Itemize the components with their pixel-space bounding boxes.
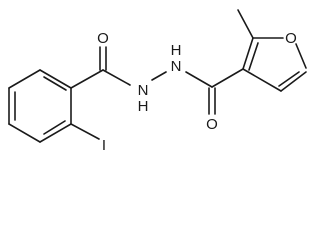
bond-benzene-6: [8, 69, 41, 89]
hydrazide-linker: N H N H: [138, 42, 182, 115]
bond-benzene-1: [39, 69, 72, 89]
bond-benzene-4: [8, 123, 41, 143]
iodo-substituent: I: [70, 123, 106, 154]
bond-benzene-3: [39, 123, 72, 143]
bond-furan-c4-c3: [242, 68, 282, 92]
nh2-h-label: H: [171, 42, 182, 59]
nh1-label: N: [138, 82, 149, 99]
carbonyl-right: O: [185, 68, 244, 133]
carbonyl-left: O: [70, 30, 131, 89]
bond-carbonyl-to-furan: [211, 68, 244, 88]
nh1-h-label: H: [138, 98, 149, 115]
oxygen-right-label: O: [206, 116, 218, 133]
bond-ring-to-iodine: [70, 123, 100, 140]
bond-methyl: [237, 9, 254, 39]
bond-furan-c3-c2-double: [248, 42, 259, 71]
bond-furan-o-c5: [295, 43, 307, 69]
structure-canvas: O I N H N H O O: [8, 9, 307, 154]
oxygen-left-label: O: [97, 30, 109, 47]
bond-carbonyl-to-nh: [102, 69, 131, 86]
furan-ring: O: [242, 30, 307, 92]
bond-benzene-double-2: [43, 120, 66, 135]
benzene-ring: [8, 69, 72, 143]
oxygen-furan-label: O: [285, 30, 297, 47]
bond-n-n: [151, 71, 167, 81]
bond-benzene-double-1: [43, 76, 67, 91]
bond-furan-c3-c2: [242, 37, 254, 70]
bond-ring-to-carbonyl: [70, 69, 104, 89]
bond-nh-to-carbonyl: [185, 71, 213, 88]
nh2-label: N: [171, 58, 182, 75]
bond-furan-c5-c4: [280, 71, 307, 92]
iodine-label: I: [102, 137, 106, 154]
bond-furan-c5-c4-double: [278, 71, 300, 87]
molecule-diagram: O I N H N H O O: [8, 9, 307, 154]
